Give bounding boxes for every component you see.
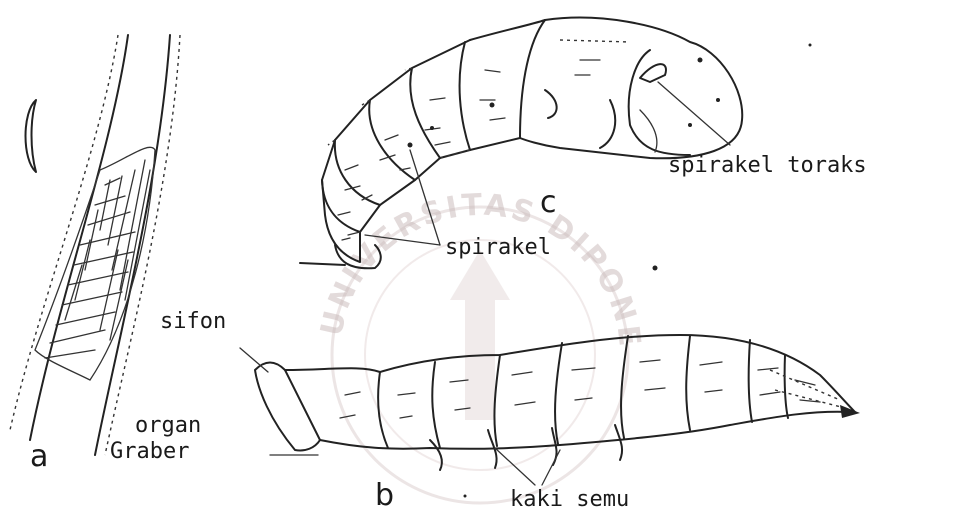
label-graber: Graber	[110, 439, 189, 464]
label-b: b	[375, 478, 394, 513]
label-organ: organ	[135, 413, 201, 438]
label-kaki-semu: kaki semu	[510, 487, 629, 512]
label-a: a	[30, 439, 48, 474]
figure-a-organ-graber: a	[10, 35, 180, 474]
specks	[464, 44, 812, 498]
label-spirakel: spirakel	[445, 235, 551, 260]
label-spirakel-toraks: spirakel toraks	[668, 153, 867, 178]
label-c: c	[540, 185, 557, 220]
label-sifon: sifon	[160, 309, 226, 334]
